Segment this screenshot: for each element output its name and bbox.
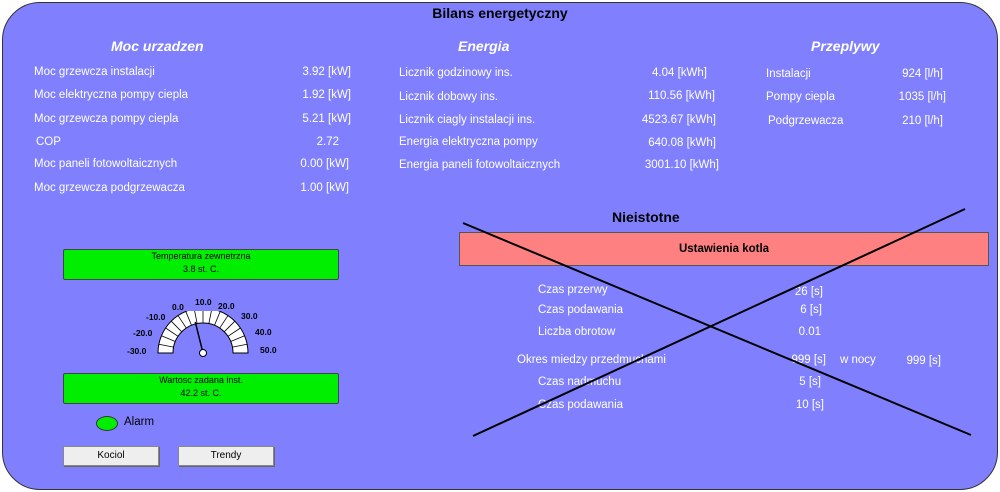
gauge-tick [230,335,245,342]
boiler-label: Czas przerwy [538,284,608,296]
boiler-label: Czas podawania [538,304,624,316]
gauge-tick-label: 50.0 [260,345,277,355]
flows-value: 924 [l/h] [902,68,943,80]
gauge-tick-label: 40.0 [255,327,272,337]
boiler-value: 0.01 [798,326,821,338]
power-label: Moc elektryczna pompy ciepla [34,89,189,101]
power-label: Moc grzewcza instalacji [34,66,155,78]
gauge-tick [227,327,241,337]
gauge-tick [170,320,183,333]
gauge-arc [157,311,249,354]
boiler-value: 10 [s] [795,399,824,411]
gauge-tick [165,327,179,337]
energy-value: 4523.67 [kWh] [641,114,716,126]
page-title: Bilans energetyczny [432,5,568,21]
power-value: 5.21 [kW] [302,113,351,125]
gauge-tick-label: -10.0 [146,312,166,322]
kociol-button[interactable]: Kociol [63,446,159,466]
outdoor-temperature-value: 3.8 st. C. [182,264,219,274]
power-label: Moc grzewcza podgrzewacza [34,182,185,194]
cross-line [472,208,966,437]
boiler-label: Liczba obrotow [538,326,616,338]
flows-label: Pompy ciepla [766,91,836,103]
power-value: 1.92 [kW] [302,89,351,101]
alarm-indicator [96,416,118,431]
energy-value: 4.04 [kWh] [652,67,707,79]
power-value: 0.00 [kW] [300,158,349,170]
energy-value: 110.56 [kWh] [648,90,715,102]
unimportant-heading: Nieistotne [612,209,680,225]
power-heading: Moc urzadzen [111,38,204,54]
power-value: 2.72 [316,136,339,148]
energy-label: Licznik dobowy ins. [399,91,499,103]
energy-value: 640.08 [kWh] [648,137,716,149]
flows-value: 210 [l/h] [902,115,943,127]
boiler-value: 5 [s] [799,376,821,388]
gauge-tick [214,311,221,326]
alarm-label: Alarm [124,416,155,428]
flows-value: 1035 [l/h] [898,91,946,103]
gauge-tick [208,311,212,324]
energy-heading: Energia [458,38,510,54]
night-value: 999 [s] [906,355,941,367]
crossed-out-overlay [462,208,972,437]
power-value: 1.00 [kW] [300,182,349,194]
power-value: 3.92 [kW] [302,66,351,78]
gauge-tick [158,343,174,348]
boiler-label: Okres miedzy przedmuchami [517,354,666,366]
energy-label: Energia paneli fotowoltaicznych [399,159,561,171]
setpoint-label: Wartosc zadana inst. [159,375,243,385]
setpoint-value: 42.2 st. C. [180,388,222,398]
gauge-tick-label: -20.0 [133,328,153,338]
gauge-tick-label: 10.0 [195,297,212,307]
gauge-pivot [199,349,207,357]
boiler-label: Czas nadmuchu [538,376,622,388]
power-label: Moc paneli fotowoltaicznych [34,158,178,170]
outdoor-temperature-label: Temperatura zewnetrzna [151,251,251,261]
trendy-button[interactable]: Trendy [178,446,274,466]
power-label: Moc grzewcza pompy ciepla [34,113,179,125]
gauge-tick-label: 0.0 [172,302,184,312]
night-label: w nocy [840,354,876,366]
gauge-needle [194,321,204,354]
energy-label: Licznik godzinowy ins. [399,67,513,79]
flows-heading: Przeplywy [811,38,880,54]
gauge-tick [219,315,229,329]
power-label: COP [36,136,61,148]
boiler-value: 6 [s] [800,304,822,316]
gauge-tick [223,320,236,333]
gauge-tick [185,311,192,326]
energy-value: 3001.10 [kWh] [644,159,719,171]
energy-label: Energia elektryczna pompy [399,136,538,148]
gauge-tick [232,343,248,348]
flows-label: Instalacji [766,68,811,80]
cross-line [462,222,972,436]
gauge-tick-label: 30.0 [241,311,258,321]
setpoint-box: Wartosc zadana inst. 42.2 st. C. [63,373,339,404]
gauge-tick-label: 20.0 [218,301,235,311]
gauge-tick [161,335,176,342]
energy-label: Licznik ciagly instalacji ins. [399,114,536,126]
flows-label: Podgrzewacza [768,115,844,127]
gauge-tick-label: -30.0 [127,346,147,356]
boiler-label: Czas podawania [538,399,624,411]
gauge-tick [177,315,187,329]
temperature-gauge [157,311,249,357]
boiler-value: 26 [s] [794,286,823,298]
gauge-tick [194,311,198,324]
outdoor-temperature-box: Temperatura zewnetrzna 3.8 st. C. [63,249,339,280]
